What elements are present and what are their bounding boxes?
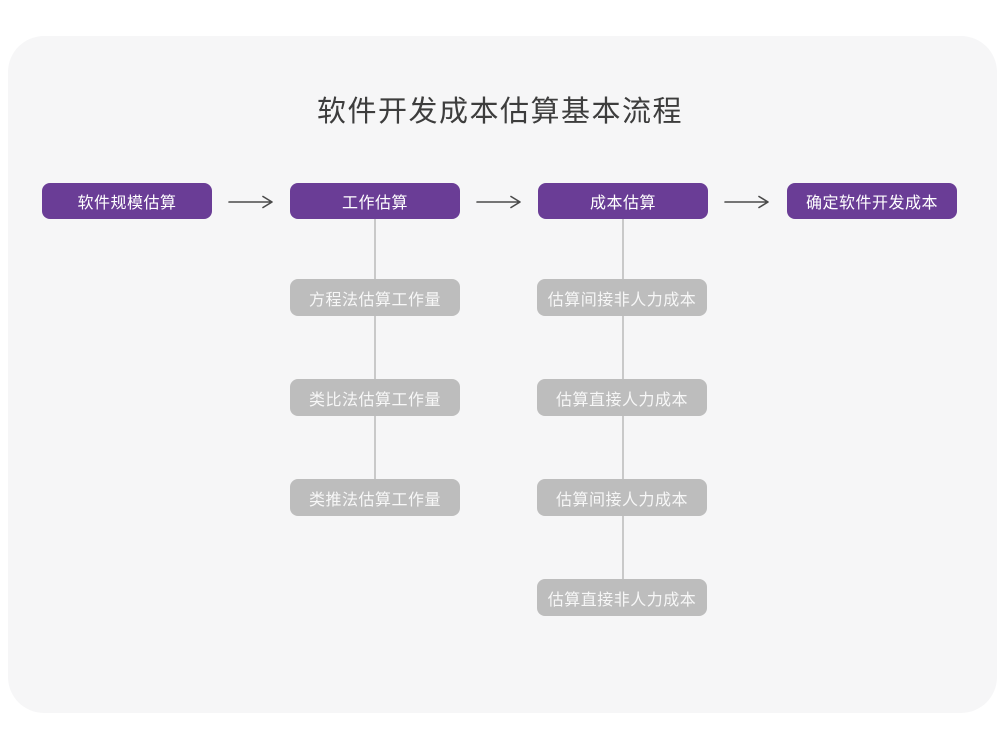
flow-node-software-size-estimation: 软件规模估算 xyxy=(42,183,212,219)
flow-node-effort-estimation: 工作估算 xyxy=(290,183,460,219)
sub-node-extrapolation-method-effort: 类推法估算工作量 xyxy=(290,479,460,516)
sub-node-indirect-labor-cost: 估算间接人力成本 xyxy=(537,479,707,516)
right-arrow-icon xyxy=(724,195,769,209)
diagram-card xyxy=(8,36,997,713)
diagram-title: 软件开发成本估算基本流程 xyxy=(316,96,683,128)
flow-node-cost-estimation: 成本估算 xyxy=(538,183,708,219)
sub-node-direct-non-labor-cost: 估算直接非人力成本 xyxy=(537,579,707,616)
flow-node-determine-development-cost: 确定软件开发成本 xyxy=(787,183,957,219)
right-arrow-icon xyxy=(228,195,273,209)
sub-node-equation-method-effort: 方程法估算工作量 xyxy=(290,279,460,316)
right-arrow-icon xyxy=(476,195,521,209)
connector-line-effort xyxy=(374,219,376,497)
sub-node-direct-labor-cost: 估算直接人力成本 xyxy=(537,379,707,416)
sub-node-analogy-method-effort: 类比法估算工作量 xyxy=(290,379,460,416)
sub-node-indirect-non-labor-cost: 估算间接非人力成本 xyxy=(537,279,707,316)
